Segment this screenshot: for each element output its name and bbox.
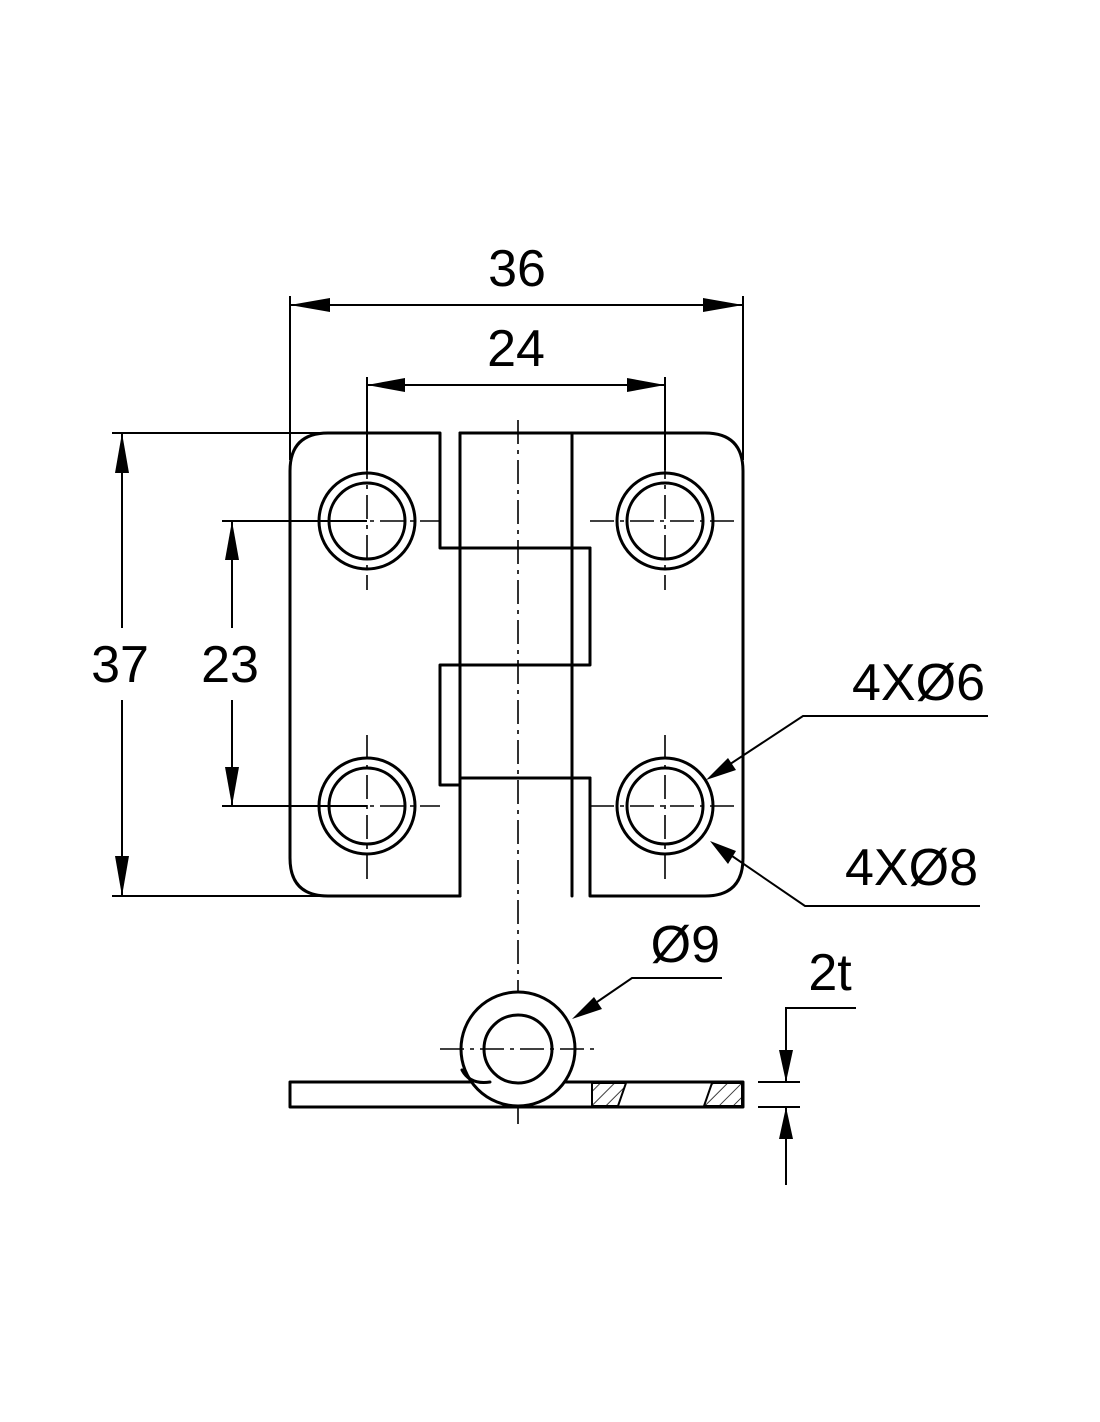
dimension-thickness: 2t [758, 944, 856, 1185]
leader-hole-inner: 4XØ6 [706, 654, 988, 780]
leader-hole-outer: 4XØ8 [710, 839, 980, 907]
right-leaf-outline [570, 431, 745, 898]
hole-spacing-y-label: 23 [201, 636, 259, 694]
dimension-hole-spacing-y: 23 [201, 520, 367, 807]
knuckle-diameter-label: Ø9 [651, 916, 720, 974]
dimension-hole-spacing-x: 24 [366, 320, 666, 470]
knuckle-strip [458, 431, 592, 898]
hole-spacing-x-label: 24 [487, 320, 545, 378]
hatched-section-1 [591, 1082, 628, 1107]
left-leaf-outline [288, 431, 462, 898]
hatched-section-2 [702, 1082, 743, 1107]
hole-centerlines [300, 455, 738, 885]
dimension-overall-height: 37 [91, 432, 320, 897]
hole-inner-label: 4XØ6 [852, 654, 985, 712]
overall-width-label: 36 [488, 240, 546, 298]
thickness-label: 2t [808, 944, 852, 1002]
hinge-side-view [288, 990, 745, 1109]
leader-knuckle-diameter: Ø9 [572, 916, 722, 1019]
overall-height-label: 37 [91, 636, 149, 694]
hole-outer-label: 4XØ8 [845, 839, 978, 897]
